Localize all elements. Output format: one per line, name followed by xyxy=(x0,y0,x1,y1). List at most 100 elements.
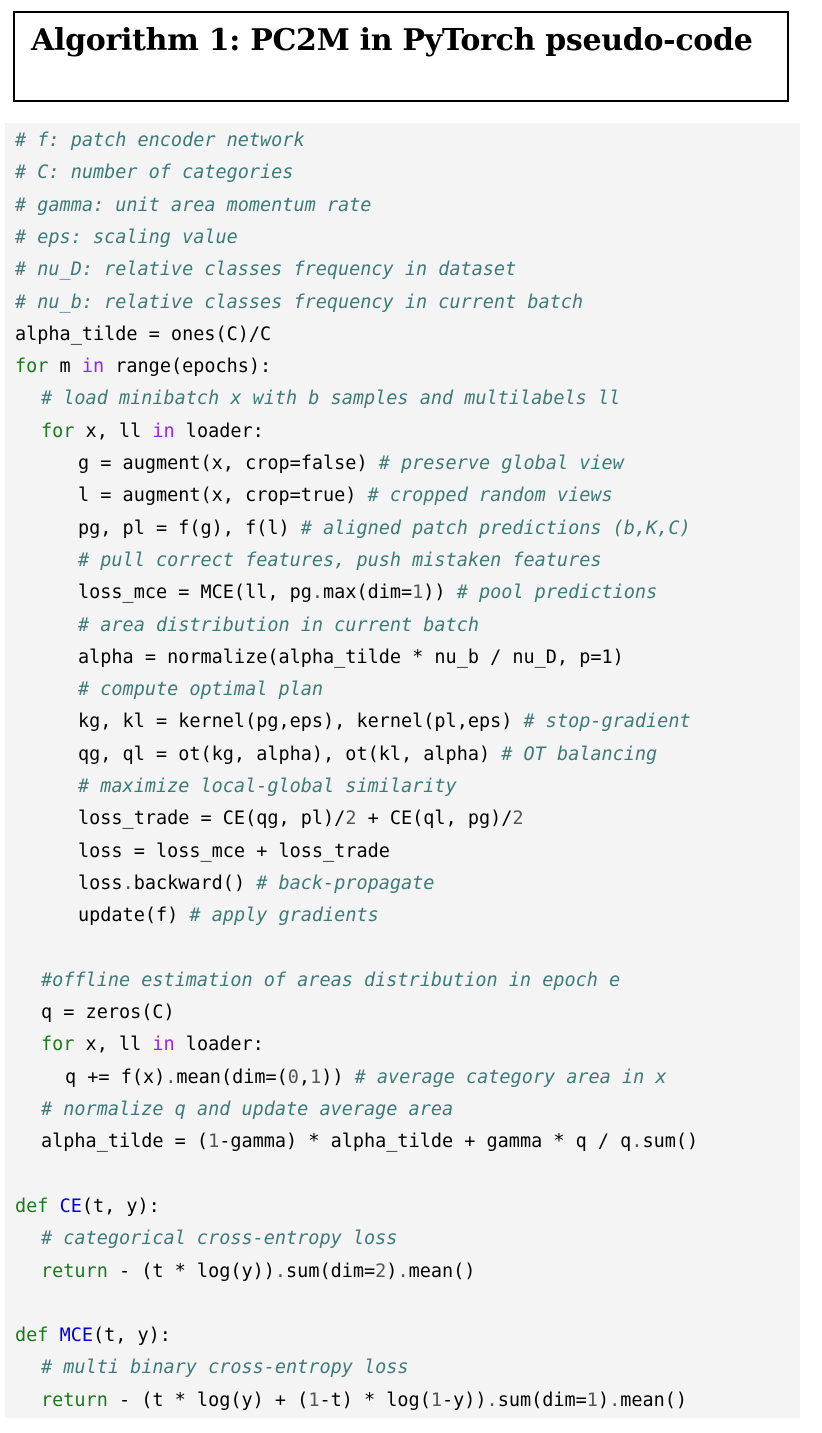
code-line: for m in range(epochs): xyxy=(15,351,271,383)
code-token: . xyxy=(311,582,324,604)
code-token: loss xyxy=(78,872,123,894)
code-token: def xyxy=(15,1195,49,1217)
code-token: for xyxy=(15,356,49,378)
code-line: def MCE(t, y): xyxy=(15,1320,171,1352)
code-token: sum(dim= xyxy=(286,1260,376,1282)
code-comment: # normalize q and update average area xyxy=(41,1099,454,1120)
code-line: pg, pl = f(g), f(l) # aligned patch pred… xyxy=(78,513,691,545)
code-token: . xyxy=(274,1260,287,1282)
code-token: alpha_tilde = ( xyxy=(41,1131,209,1153)
code-line: g = augment(x, crop=false) # preserve gl… xyxy=(78,448,624,480)
code-line: # f: patch encoder network xyxy=(15,125,305,157)
code-line: alpha_tilde = ones(C)/C xyxy=(15,319,271,351)
code-token: loss_trade = CE(qg, pl)/ xyxy=(78,808,346,830)
code-comment: # nu_D: relative classes frequency in da… xyxy=(15,259,517,281)
code-comment: # maximize local-global similarity xyxy=(78,776,457,797)
code-line: loss = loss_mce + loss_trade xyxy=(78,836,390,868)
code-comment: #offline estimation of areas distributio… xyxy=(41,969,621,991)
code-line: # C: number of categories xyxy=(15,157,293,189)
code-token: , xyxy=(298,1066,311,1088)
code-token: 2 xyxy=(512,808,524,830)
code-comment: # nu_b: relative classes frequency in cu… xyxy=(15,291,584,313)
code-token: qg, ql = ot(kg, alpha), ot(kl, alpha) xyxy=(78,743,502,765)
code-token: 1 xyxy=(208,1131,220,1153)
code-token: for xyxy=(41,1034,75,1056)
code-line: # maximize local-global similarity xyxy=(78,771,457,803)
code-token: -t) * log( xyxy=(319,1389,431,1411)
code-line: # pull correct features, push mistaken f… xyxy=(78,545,601,577)
code-line: alpha = normalize(alpha_tilde * nu_b / n… xyxy=(78,642,624,674)
code-line: # multi binary cross-entropy loss xyxy=(41,1352,409,1384)
code-token: mean() xyxy=(620,1389,688,1411)
code-line: return - (t * log(y) + (1-t) * log(1-y))… xyxy=(41,1385,687,1417)
code-token: (t, y): xyxy=(81,1195,160,1217)
code-comment: # preserve global view xyxy=(378,453,624,474)
code-token: loader: xyxy=(174,1034,264,1056)
code-token: alpha = normalize(alpha_tilde * nu_b / n… xyxy=(78,646,624,668)
code-token: x, ll xyxy=(74,420,153,442)
code-comment: # gamma: unit area momentum rate xyxy=(15,194,372,216)
code-line: l = augment(x, crop=true) # cropped rand… xyxy=(78,480,613,512)
code-comment: # multi binary cross-entropy loss xyxy=(41,1357,409,1379)
code-token: q += f(x) xyxy=(65,1066,166,1088)
code-token: m xyxy=(48,356,82,378)
code-token: 1 xyxy=(586,1389,598,1411)
code-token: in xyxy=(152,1034,175,1056)
code-line: update(f) # apply gradients xyxy=(78,900,379,932)
code-token: . xyxy=(486,1389,498,1411)
code-line: q += f(x).mean(dim=(0,1)) # average cate… xyxy=(65,1062,667,1094)
code-line: def CE(t, y): xyxy=(15,1191,160,1223)
code-token: max(dim= xyxy=(323,582,413,604)
code-line: return - (t * log(y)).sum(dim=2).mean() xyxy=(41,1256,475,1288)
code-token xyxy=(48,1196,59,1217)
code-token: 1 xyxy=(308,1389,320,1411)
code-line: for x, ll in loader: xyxy=(41,1029,264,1061)
code-line: # eps: scaling value xyxy=(15,222,238,254)
code-comment: # eps: scaling value xyxy=(15,226,238,248)
code-line: for x, ll in loader: xyxy=(41,416,264,448)
code-comment: # aligned patch predictions (b,K,C) xyxy=(300,517,691,539)
code-token: loader: xyxy=(174,420,264,442)
code-comment: # apply gradients xyxy=(189,905,379,927)
code-line: loss_trade = CE(qg, pl)/2 + CE(ql, pg)/2 xyxy=(78,803,524,835)
code-comment: # cropped random views xyxy=(367,485,613,507)
code-line: loss.backward() # back-propagate xyxy=(78,868,434,900)
code-comment: # categorical cross-entropy loss xyxy=(41,1228,398,1250)
code-token: g = augment(x, crop=false) xyxy=(78,453,379,474)
code-token: def xyxy=(15,1325,49,1347)
code-comment: # stop-gradient xyxy=(523,711,691,733)
code-token: -gamma) * alpha_tilde + gamma * q / q xyxy=(219,1131,632,1153)
code-line: # area distribution in current batch xyxy=(78,610,479,642)
code-token: update(f) xyxy=(78,905,190,927)
code-token: for xyxy=(41,420,75,442)
code-token: sum(dim= xyxy=(497,1389,587,1411)
code-token: + CE(ql, pg)/ xyxy=(356,808,513,830)
code-token: )) xyxy=(321,1066,355,1088)
code-token: 1 xyxy=(310,1066,322,1088)
code-line: q = zeros(C) xyxy=(41,997,175,1029)
code-line: loss_mce = MCE(ll, pg.max(dim=1)) # pool… xyxy=(78,577,657,609)
code-comment: # average category area in x xyxy=(354,1066,667,1088)
code-line: # normalize q and update average area xyxy=(41,1094,453,1126)
code-token: . xyxy=(609,1389,621,1411)
code-comment: # compute optimal plan xyxy=(78,679,324,701)
code-line: # nu_D: relative classes frequency in da… xyxy=(15,254,516,286)
code-line: # load minibatch x with b samples and mu… xyxy=(41,383,620,415)
code-comment: # C: number of categories xyxy=(15,162,294,184)
code-token: loss = loss_mce + loss_trade xyxy=(78,840,390,862)
algorithm-title-box: Algorithm 1: PC2M in PyTorch pseudo-code xyxy=(13,11,789,102)
code-token: . xyxy=(165,1066,177,1088)
code-token: l = augment(x, crop=true) xyxy=(78,485,368,507)
code-token: CE xyxy=(59,1195,82,1217)
code-comment: # pull correct features, push mistaken f… xyxy=(78,549,602,571)
code-token: mean() xyxy=(408,1260,476,1282)
code-token: pg, pl = f(g), f(l) xyxy=(78,517,301,539)
code-line: # categorical cross-entropy loss xyxy=(41,1223,397,1255)
code-token: - (t * log(y) + ( xyxy=(107,1389,309,1411)
code-line: alpha_tilde = (1-gamma) * alpha_tilde + … xyxy=(41,1126,698,1158)
code-token: mean(dim=( xyxy=(176,1066,288,1088)
code-token: 0 xyxy=(287,1066,299,1088)
code-token: )) xyxy=(423,582,457,604)
code-token: 1 xyxy=(412,582,424,604)
code-token: q = zeros(C) xyxy=(41,1002,175,1024)
